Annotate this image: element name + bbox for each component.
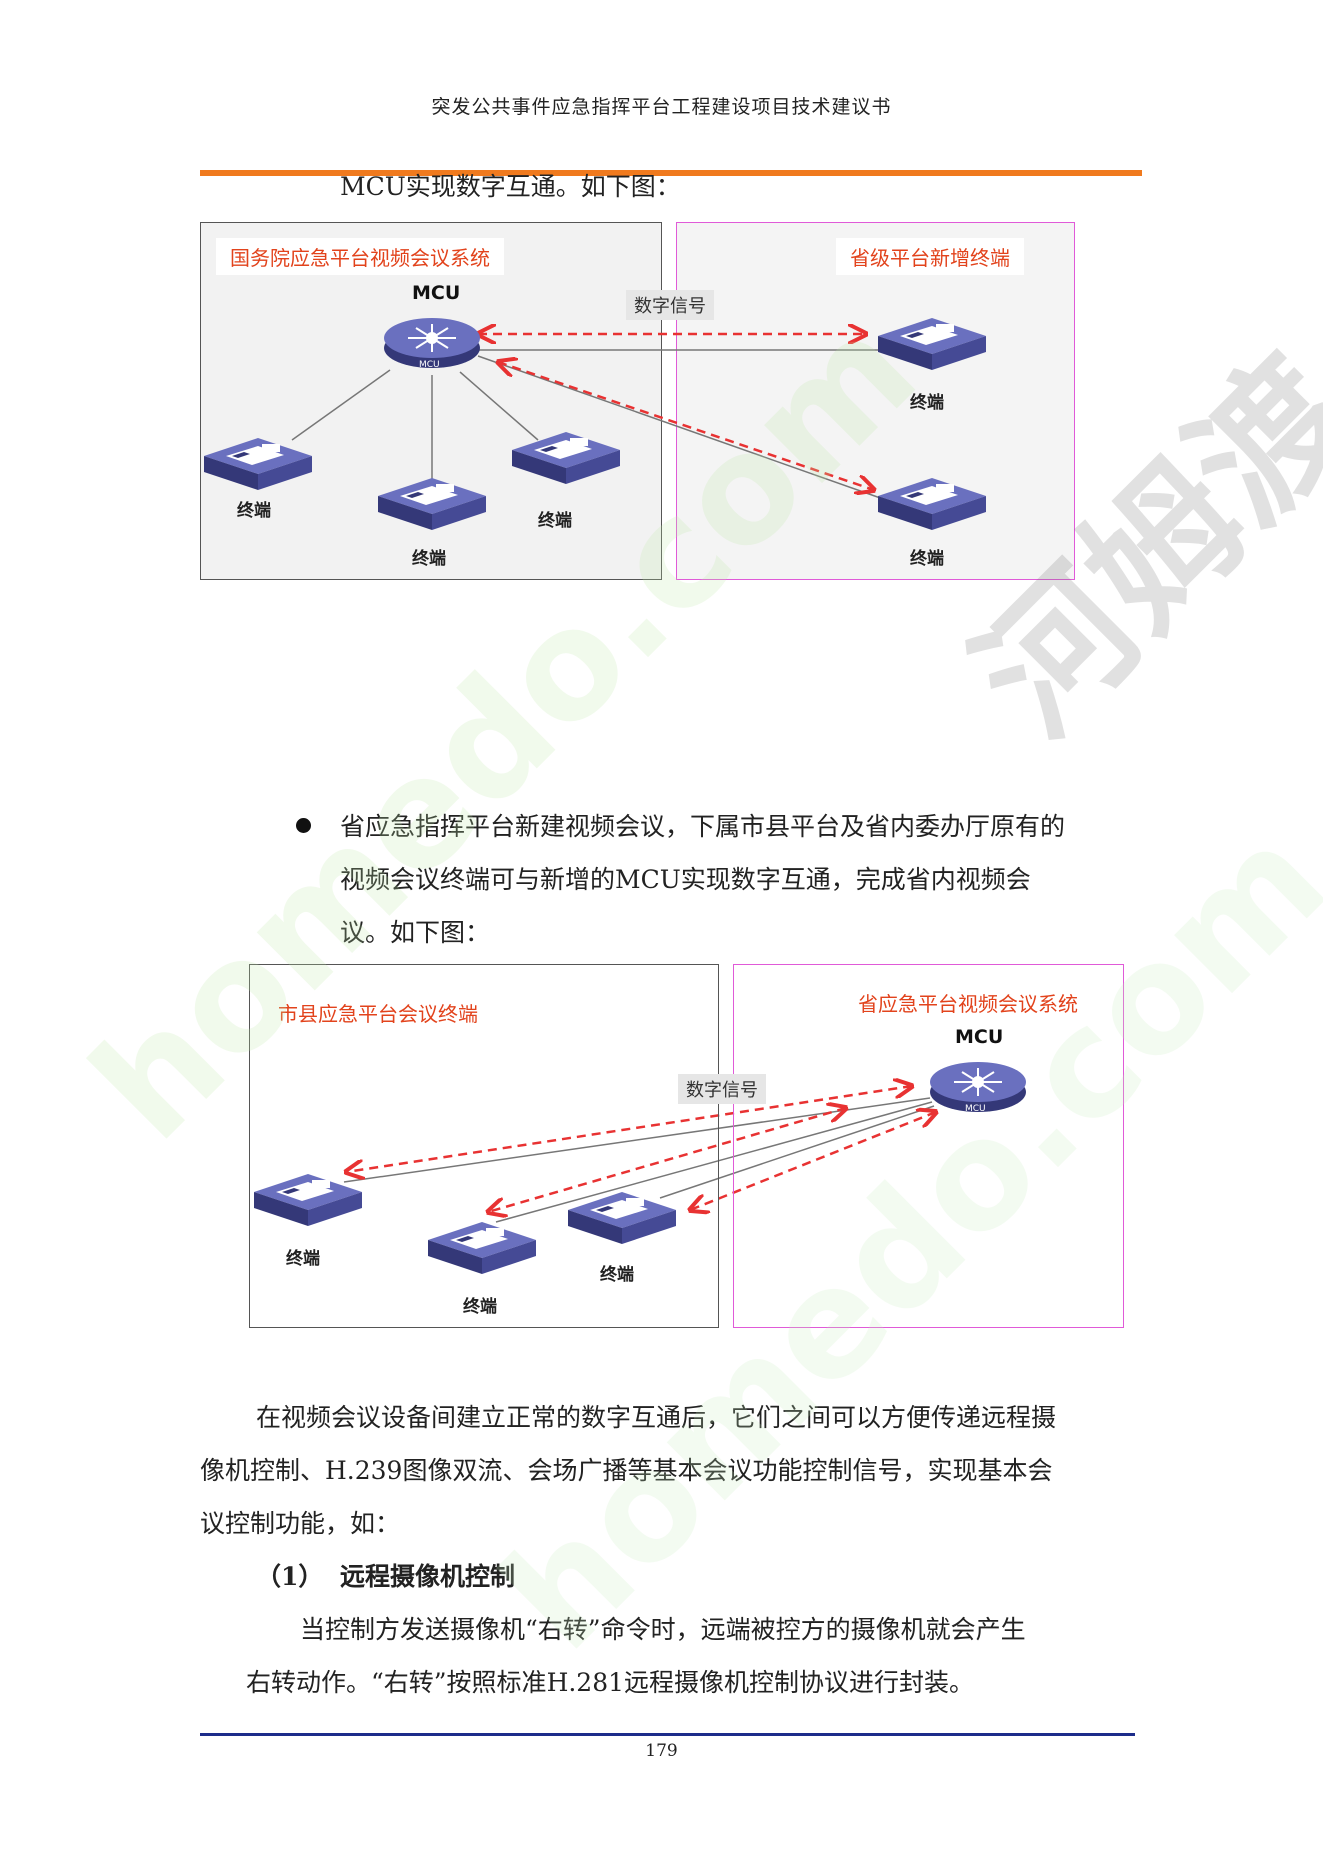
intro-line: MCU实现数字互通。如下图：: [340, 172, 681, 201]
diagram1-left-label: 国务院应急平台视频会议系统: [216, 238, 504, 275]
section-paragraph-line-2: 右转动作。“右转”按照标准H.281远程摄像机控制协议进行封装。: [246, 1668, 975, 1697]
section-title: 远程摄像机控制: [340, 1562, 516, 1591]
diagram1-mcu-title: MCU: [412, 282, 461, 304]
diagram1-signal-label: 数字信号: [626, 290, 714, 320]
diagram2-mcu-title: MCU: [955, 1026, 1004, 1048]
section-number: （1）: [256, 1562, 324, 1591]
diagram1-terminal-label: 终端: [237, 501, 271, 521]
bullet-dot: [296, 818, 311, 833]
diagram1-connections: [291, 334, 887, 501]
diagram1-mcu-badge: MCU: [419, 360, 440, 370]
bullet-line-2: 视频会议终端可与新增的MCU实现数字互通，完成省内视频会: [340, 865, 1031, 894]
paragraph-line-1: 在视频会议设备间建立正常的数字互通后，它们之间可以方便传递远程摄: [256, 1403, 1057, 1432]
diagram1-right-label: 省级平台新增终端: [836, 238, 1024, 275]
diagram1-terminal-icon: [878, 318, 986, 370]
diagram1-terminal-icon: [204, 438, 312, 490]
page-number: 179: [645, 1741, 678, 1761]
diagram2-left-panel: [249, 964, 719, 1328]
diagram2-mcu-badge: MCU: [965, 1104, 986, 1114]
diagram2-terminal-label: 终端: [286, 1249, 320, 1269]
section-paragraph-line-1: 当控制方发送摄像机“右转”命令时，远端被控方的摄像机就会产生: [300, 1615, 1026, 1644]
page-header-title: 突发公共事件应急指挥平台工程建设项目技术建议书: [431, 96, 892, 118]
diagram1-terminal-label: 终端: [412, 549, 446, 569]
diagram1-terminal-label: 终端: [538, 511, 572, 531]
bullet-line-1: 省应急指挥平台新建视频会议，下属市县平台及省内委办厅原有的: [340, 812, 1066, 841]
diagram1-terminal-icon: [512, 432, 620, 484]
diagram1-terminal-label: 终端: [910, 549, 944, 569]
diagram2-right-label: 省应急平台视频会议系统: [844, 984, 1092, 1021]
diagram2-terminal-label: 终端: [600, 1265, 634, 1285]
bullet-line-3: 议。如下图：: [340, 918, 491, 947]
footer-rule: [200, 1733, 1135, 1736]
diagram2-connections: [344, 1086, 936, 1223]
diagram2-left-label: 市县应急平台会议终端: [264, 994, 492, 1031]
diagram1-terminal-icon: [878, 478, 986, 530]
diagram1-terminal-label: 终端: [910, 393, 944, 413]
diagram2-terminal-label: 终端: [463, 1297, 497, 1317]
diagram2-right-panel: [733, 964, 1124, 1328]
diagram2-signal-label: 数字信号: [678, 1074, 766, 1104]
paragraph-line-3: 议控制功能，如：: [200, 1509, 401, 1538]
header-rule: [200, 170, 1142, 176]
paragraph-line-2: 像机控制、H.239图像双流、会场广播等基本会议功能控制信号，实现基本会: [200, 1456, 1053, 1485]
diagram1-terminal-icon: [378, 478, 486, 530]
